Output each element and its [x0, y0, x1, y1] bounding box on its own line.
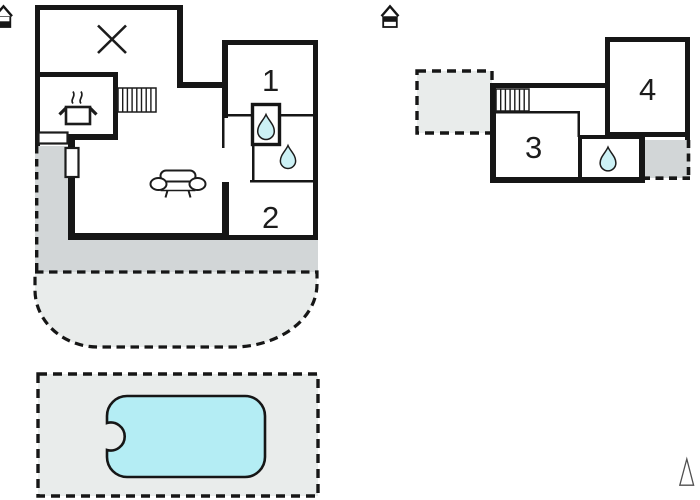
wall-segment	[313, 40, 318, 240]
room-2-label: 2	[262, 200, 279, 235]
wall-segment	[177, 82, 227, 88]
wall-segment	[605, 37, 610, 137]
wall-segment	[68, 233, 228, 240]
staircase-outline	[495, 88, 530, 112]
terrace-bottom-strip	[35, 240, 318, 272]
steam-line	[71, 91, 75, 105]
wall-segment-thin	[250, 180, 313, 183]
pool	[105, 394, 267, 479]
wall-segment	[578, 135, 582, 183]
house-upper-floor-icon	[380, 4, 400, 28]
sofa-leg	[187, 190, 192, 198]
water-drop-icon	[279, 143, 297, 170]
wall-segment	[35, 134, 118, 140]
wall-segment-thin	[228, 114, 253, 117]
wall-segment	[490, 177, 645, 183]
house-roof	[380, 4, 400, 17]
sofa-icon	[149, 169, 207, 198]
garage-cross-icon	[97, 24, 127, 54]
terrace-box	[642, 140, 690, 178]
wall-segment	[605, 37, 690, 42]
ground-floor-walls	[35, 5, 318, 240]
ground-floor-plan: 1 2	[33, 5, 320, 498]
sofa-armrest	[188, 177, 207, 191]
house-ground-band-filled	[0, 21, 11, 27]
wall-segment	[222, 40, 228, 118]
house-roof	[0, 4, 13, 17]
wall-segment	[35, 5, 183, 10]
wall-segment-thin	[496, 111, 580, 114]
staircase-upper	[495, 88, 530, 112]
wall-segment	[35, 72, 118, 77]
room-3-label: 3	[525, 130, 542, 165]
wall-segment	[685, 37, 690, 140]
staircase-treads	[122, 88, 152, 112]
stove-icon	[58, 91, 98, 126]
room-4-label: 4	[639, 72, 656, 107]
sofa-leg	[164, 190, 169, 198]
room-1-label: 1	[262, 63, 279, 98]
house-upper-band-filled	[383, 16, 397, 22]
wall-segment	[68, 140, 75, 240]
wall-segment	[222, 182, 229, 240]
wall-segment	[177, 5, 183, 88]
steam-line	[79, 91, 83, 105]
north-arrow-triangle	[678, 456, 695, 486]
wall-segment-thin	[252, 145, 255, 181]
wall-segment	[490, 83, 496, 183]
wall-segment	[222, 40, 318, 45]
garden-area-dashed	[33, 270, 319, 349]
wall-segment	[605, 132, 690, 137]
window-opening	[37, 131, 69, 145]
staircase-treads	[500, 89, 525, 111]
wall-segment	[490, 83, 610, 88]
wall-segment-thin	[577, 111, 580, 137]
house-ground-floor-icon	[0, 4, 13, 28]
water-drop-icon	[599, 145, 617, 172]
wall-segment-thin	[222, 118, 225, 148]
pot	[64, 105, 92, 126]
sofa-back	[159, 169, 197, 183]
staircase-ground	[117, 87, 157, 113]
balcony-dashed	[415, 69, 494, 135]
wall-segment	[639, 137, 645, 183]
sofa-armrest	[149, 177, 168, 191]
upper-floor-walls	[490, 37, 690, 183]
wall-segment	[222, 235, 318, 240]
water-drop-icon	[256, 112, 276, 141]
door-opening	[64, 146, 80, 179]
upper-floor-plan: 3 4	[415, 37, 691, 183]
wall-segment-thin	[280, 114, 313, 117]
wall-segment	[113, 72, 118, 140]
